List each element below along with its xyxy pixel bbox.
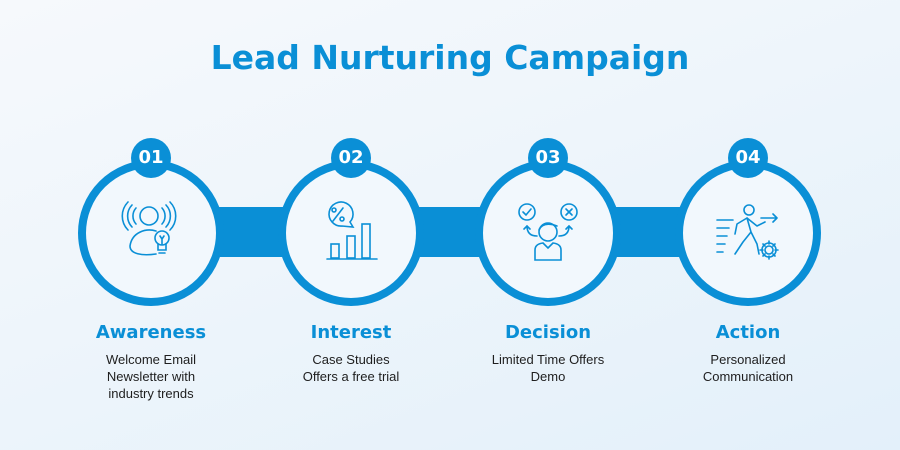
step-description: Personalized Communication bbox=[648, 351, 848, 385]
step-label: Decision bbox=[504, 322, 592, 343]
description-line: industry trends bbox=[108, 386, 194, 401]
step-label: Awareness bbox=[95, 322, 207, 343]
step-awareness: 01 Awareness Welcome Email Newsletter wi… bbox=[51, 0, 251, 450]
person-check-cross-decision-icon bbox=[518, 203, 578, 261]
description-line: Newsletter with bbox=[106, 369, 196, 384]
percent-bubble-bar-chart-icon bbox=[326, 201, 378, 260]
step-description: Case Studies Offers a free trial bbox=[251, 351, 451, 385]
description-line: Communication bbox=[702, 369, 794, 384]
step-number-badge: 01 bbox=[131, 138, 171, 178]
description-line: Demo bbox=[530, 369, 566, 384]
description-line: Offers a free trial bbox=[302, 369, 400, 384]
step-circle bbox=[278, 160, 424, 306]
person-broadcast-lightbulb-icon bbox=[121, 201, 177, 256]
step-description: Welcome Email Newsletter with industry t… bbox=[51, 351, 251, 402]
description-line: Limited Time Offers bbox=[491, 352, 605, 367]
running-person-gear-icon bbox=[716, 204, 779, 260]
page-title: Lead Nurturing Campaign bbox=[210, 38, 690, 77]
step-label: Interest bbox=[310, 322, 392, 343]
step-interest: 02 Interest Case Studies Offers a free t… bbox=[251, 0, 451, 450]
step-number-badge: 02 bbox=[331, 138, 371, 178]
description-line: Personalized bbox=[710, 352, 786, 367]
step-number-badge: 04 bbox=[728, 138, 768, 178]
step-number-badge: 03 bbox=[528, 138, 568, 178]
step-label: Action bbox=[715, 322, 781, 343]
step-description: Limited Time Offers Demo bbox=[448, 351, 648, 385]
description-line: Welcome Email bbox=[105, 352, 197, 367]
description-line: Case Studies bbox=[312, 352, 390, 367]
step-decision: 03 Decision Limited Time Offers Demo bbox=[448, 0, 648, 450]
step-action: 04 Action Personalized Communication bbox=[648, 0, 848, 450]
step-circle bbox=[78, 160, 224, 306]
